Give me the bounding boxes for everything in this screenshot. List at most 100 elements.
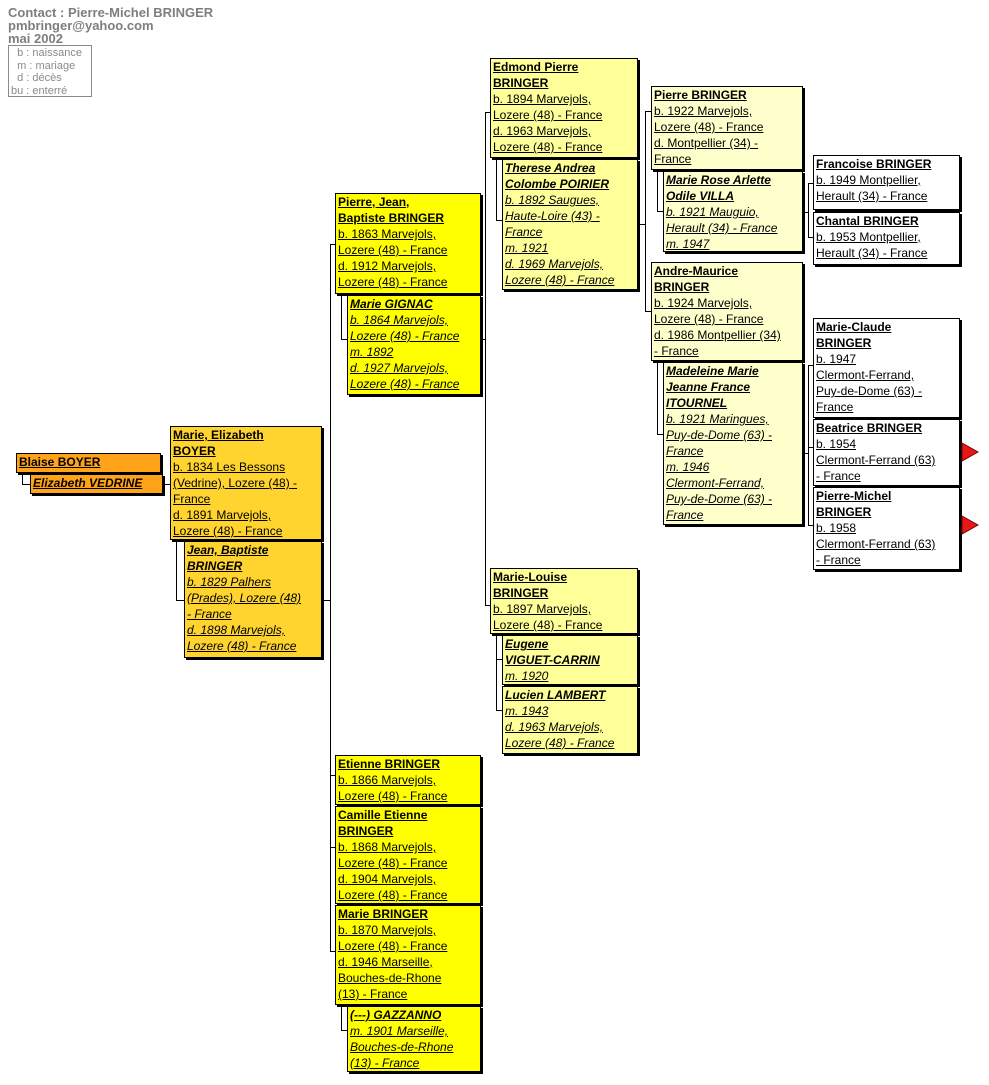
person-details: m. 1901 Marseille, Bouches-de-Rhone (13)… [350,1024,454,1070]
person-name: Andre-Maurice BRINGER [654,264,739,294]
person-box-madeleine-itournel[interactable]: Madeleine Marie Jeanne France ITOURNEL b… [663,362,803,525]
contact-date: mai 2002 [8,31,63,46]
person-name: Francoise BRINGER [816,157,932,171]
connector-line [341,1005,342,1031]
person-name: Etienne BRINGER [338,757,441,771]
connector-line [808,447,813,448]
person-box-beatrice-bringer[interactable]: Beatrice BRINGER b. 1954 Clermont-Ferran… [813,419,960,486]
connector-line [481,339,485,340]
connector-line [496,659,502,660]
person-name: Elizabeth VEDRINE [33,476,143,490]
connector-line [808,365,813,366]
contact-line: Contact : Pierre-Michel BRINGER [8,5,214,20]
person-box-elizabeth-vedrine[interactable]: Elizabeth VEDRINE [30,474,163,494]
person-name: Blaise BOYER [19,455,101,469]
person-box-marie-gignac[interactable]: Marie GIGNAC b. 1864 Marvejols, Lozere (… [347,295,481,395]
connector-line [496,220,502,221]
person-details: b. 1958 Clermont-Ferrand (63) - France [816,521,936,567]
person-name: Lucien LAMBERT [505,688,606,702]
person-box-lucien-lambert[interactable]: Lucien LAMBERT m. 1943 d. 1963 Marvejols… [502,686,638,754]
person-name: Jean, Baptiste BRINGER [187,543,269,573]
person-name: Chantal BRINGER [816,214,919,228]
person-box-pierre-jean-baptiste-bringer[interactable]: Pierre, Jean, Baptiste BRINGER b. 1863 M… [335,193,481,294]
person-box-gazzanno[interactable]: (---) GAZZANNO m. 1901 Marseille, Bouche… [347,1006,481,1072]
person-details: b. 1870 Marvejols, Lozere (48) - France … [338,923,448,1001]
person-details: m. 1920 [505,669,549,683]
connector-line [330,244,331,952]
continuation-arrow-pierre-michel[interactable] [961,515,979,535]
connector-line [330,244,335,245]
person-box-edmond-pierre-bringer[interactable]: Edmond Pierre BRINGER b. 1894 Marvejols,… [490,58,638,158]
person-details: m. 1943 d. 1963 Marvejols, Lozere (48) -… [505,704,615,750]
person-name: Marie BRINGER [338,907,429,921]
continuation-arrow-beatrice[interactable] [961,442,979,462]
person-box-therese-poirier[interactable]: Therese Andrea Colombe POIRIER b. 1892 S… [502,159,638,290]
connector-line [803,453,808,454]
person-details: b. 1924 Marvejols, Lozere (48) - France … [654,296,781,358]
person-name: Marie, Elizabeth BOYER [173,428,264,458]
person-box-blaise-boyer[interactable]: Blaise BOYER [16,453,161,473]
connector-line [638,224,645,225]
connector-line [657,170,658,212]
person-box-chantal-bringer[interactable]: Chantal BRINGER b. 1953 Montpellier, Her… [813,212,960,265]
legend-marriage: m : mariage [11,59,76,72]
person-box-marie-claude-bringer[interactable]: Marie-Claude BRINGER b. 1947 Clermont-Fe… [813,318,960,418]
person-name: Marie-Louise BRINGER [493,570,568,600]
person-box-eugene-viguet-carrin[interactable]: Eugene VIGUET-CARRIN m. 1920 [502,635,638,685]
connector-line [22,484,30,485]
connector-line [322,600,330,601]
person-details: b. 1868 Marvejols, Lozere (48) - France … [338,840,448,902]
connector-line [330,847,335,848]
person-name: Pierre-Michel BRINGER [816,489,892,519]
person-name: Camille Etienne BRINGER [338,808,428,838]
connector-line [808,183,813,184]
person-details: b. 1954 Clermont-Ferrand (63) - France [816,437,936,483]
connector-line [657,434,663,435]
connector-line [485,605,490,606]
person-details: b. 1866 Marvejols, Lozere (48) - France [338,773,448,803]
connector-line [657,361,658,435]
person-box-marie-elizabeth-boyer[interactable]: Marie, Elizabeth BOYER b. 1834 Les Besso… [170,426,322,540]
person-box-camille-etienne-bringer[interactable]: Camille Etienne BRINGER b. 1868 Marvejol… [335,806,481,904]
connector-line [341,1030,347,1031]
person-box-andre-maurice-bringer[interactable]: Andre-Maurice BRINGER b. 1924 Marvejols,… [651,262,803,361]
person-details: b. 1949 Montpellier, Herault (34) - Fran… [816,173,928,203]
connector-line [657,211,663,212]
person-details: b. 1953 Montpellier, Herault (34) - Fran… [816,230,928,260]
connector-line [645,111,646,312]
person-box-marie-rose-villa[interactable]: Marie Rose Arlette Odile VILLA b. 1921 M… [663,171,803,252]
connector-line [330,775,335,776]
person-name: Marie-Claude BRINGER [816,320,892,350]
connector-line [330,951,335,952]
person-box-pierre-michel-bringer[interactable]: Pierre-Michel BRINGER b. 1958 Clermont-F… [813,487,960,570]
connector-line [808,365,809,526]
connector-line [645,111,651,112]
person-box-marie-bringer[interactable]: Marie BRINGER b. 1870 Marvejols, Lozere … [335,905,481,1005]
person-box-jean-baptiste-bringer[interactable]: Jean, Baptiste BRINGER b. 1829 Palhers (… [184,541,322,658]
person-box-etienne-bringer[interactable]: Etienne BRINGER b. 1866 Marvejols, Lozer… [335,755,481,805]
person-details: b. 1892 Saugues, Haute-Loire (43) - Fran… [505,193,615,287]
person-details: b. 1829 Palhers (Prades), Lozere (48) - … [187,575,302,653]
connector-line [808,525,813,526]
contact-info: Contact : Pierre-Michel BRINGER pmbringe… [8,6,213,45]
connector-line [176,600,184,601]
person-box-pierre-bringer[interactable]: Pierre BRINGER b. 1922 Marvejols, Lozere… [651,86,803,170]
connector-line [496,158,497,221]
person-box-francoise-bringer[interactable]: Francoise BRINGER b. 1949 Montpellier, H… [813,155,960,210]
connector-line [808,237,813,238]
person-box-marie-louise-bringer[interactable]: Marie-Louise BRINGER b. 1897 Marvejols, … [490,568,638,634]
legend-death: d : décès [11,72,62,84]
contact-email: pmbringer@yahoo.com [8,18,154,33]
legend-box: b : naissance m : mariage d : décès bu :… [8,45,92,97]
person-name: Edmond Pierre BRINGER [493,60,579,90]
connector-line [176,540,177,601]
legend-buried: bu : enterré [11,84,68,97]
person-name: Marie GIGNAC [350,297,433,311]
person-details: b. 1947 Clermont-Ferrand, Puy-de-Dome (6… [816,352,923,414]
person-details: b. 1863 Marvejols, Lozere (48) - France … [338,227,448,289]
person-details: b. 1921 Maringues, Puy-de-Dome (63) - Fr… [666,412,773,522]
connector-line [808,183,809,238]
person-name: Beatrice BRINGER [816,421,923,435]
connector-line [803,212,808,213]
